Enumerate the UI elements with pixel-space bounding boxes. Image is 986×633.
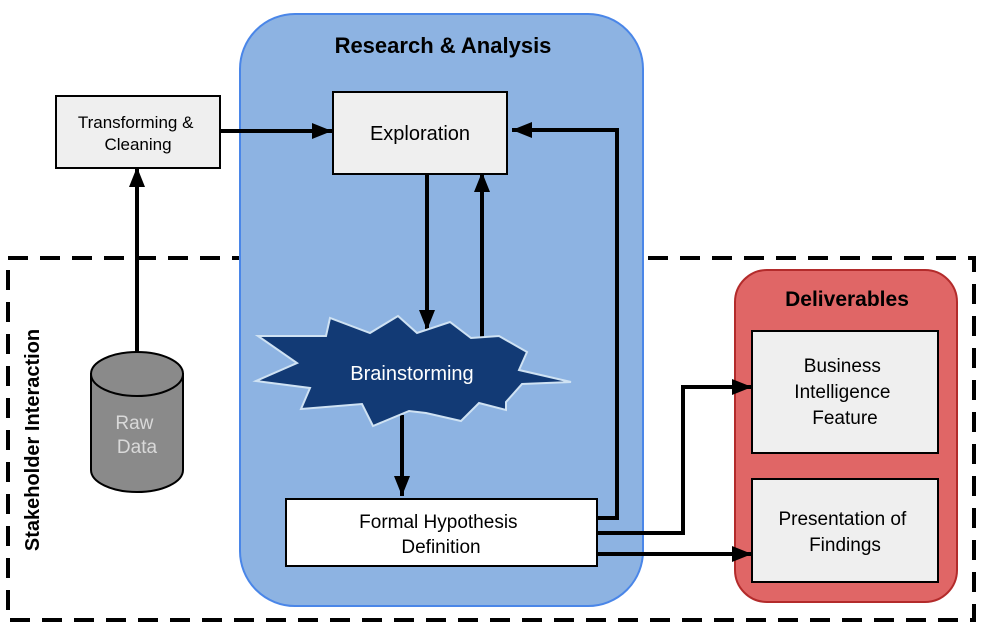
stakeholder-interaction-label: Stakeholder Interaction [22, 329, 44, 551]
presentation-findings-label: Presentation of Findings [778, 509, 911, 556]
exploration-label: Exploration [370, 123, 470, 145]
connectors [129, 122, 752, 562]
formal-hypothesis-box [285, 498, 598, 567]
brainstorming-label: Brainstorming [350, 363, 473, 385]
deliverables-title: Deliverables [785, 288, 909, 311]
connector-hypothesis-to-exploration [512, 122, 619, 520]
exploration-box [332, 91, 508, 175]
research-analysis-title: Research & Analysis [335, 33, 552, 58]
raw-data-label: Raw Data [115, 413, 158, 458]
raw-data-cylinder [90, 351, 184, 493]
raw-data-cylinder-top [90, 351, 184, 397]
transforming-cleaning-box [55, 95, 221, 169]
connector-hypothesis-to-business-intelligence [598, 379, 752, 535]
business-intelligence-label: Business Intelligence Feature [794, 356, 895, 429]
business-intelligence-box [751, 330, 939, 454]
formal-hypothesis-label: Formal Hypothesis Definition [359, 512, 523, 558]
transforming-cleaning-label: Transforming & Cleaning [78, 113, 198, 154]
raw-data-cylinder-body [90, 373, 184, 493]
presentation-findings-box [751, 478, 939, 583]
brainstorming-burst [252, 314, 572, 428]
